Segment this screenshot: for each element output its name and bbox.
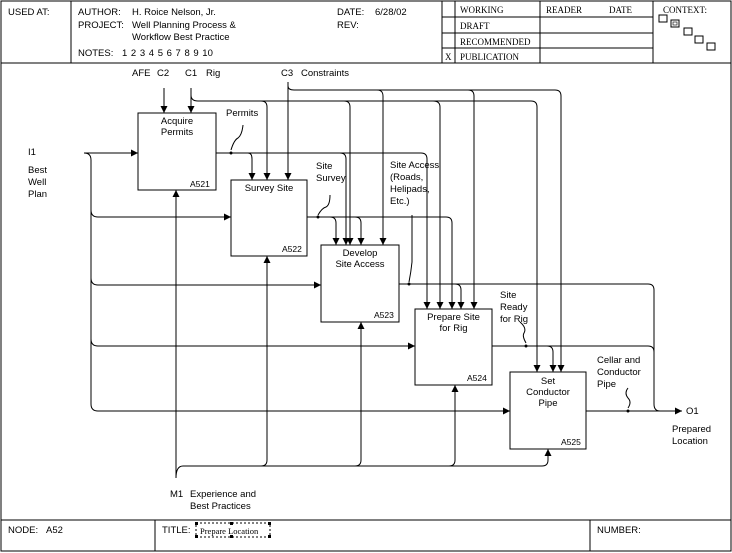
author-value: H. Roice Nelson, Jr.: [132, 7, 216, 18]
arrow-site-access-line4: Etc.): [390, 196, 410, 207]
arrow-site-ready-line3: for Rig: [500, 314, 528, 325]
box-a521-number: A521: [190, 179, 210, 189]
date-label: DATE:: [337, 7, 365, 18]
input-best-label: Best: [28, 165, 48, 176]
box-a524-title: Prepare Site for Rig: [415, 312, 492, 334]
box-a525-line1: Set: [540, 376, 556, 387]
output-label-line1: Prepared: [672, 424, 712, 435]
context-label: CONTEXT:: [663, 5, 708, 15]
context-box: [694, 35, 704, 44]
control-c1-code: C1: [185, 68, 198, 79]
box-a523-line2: Site Access: [335, 259, 385, 270]
output-o1-code: O1: [686, 406, 699, 417]
box-a525-number: A525: [561, 437, 581, 447]
project-value-line2: Workflow Best Practice: [132, 32, 230, 43]
box-a522-line1: Survey Site: [244, 183, 294, 194]
project-label: PROJECT:: [78, 20, 124, 31]
box-a522-title: Survey Site: [231, 183, 307, 194]
control-c3-code: C3: [281, 68, 294, 79]
box-a521-line1: Acquire: [160, 116, 194, 127]
status-check-mark: X: [445, 52, 452, 62]
arrow-site-survey-line1: Site: [316, 161, 333, 172]
author-label: AUTHOR:: [78, 7, 121, 18]
box-a523-line1: Develop: [342, 248, 378, 259]
box-a524-line2: for Rig: [439, 323, 468, 334]
arrow-site-access-line2: (Roads,: [390, 172, 424, 183]
mechanism-label-line2: Best Practices: [190, 501, 251, 512]
arrow-site-ready-line2: Ready: [500, 302, 528, 313]
node-value: A52: [46, 525, 63, 536]
activity-box-a521: [137, 112, 217, 191]
activity-box-a523: [320, 244, 400, 323]
box-a521-line2: Permits: [160, 127, 194, 138]
control-rig-label: Rig: [206, 68, 221, 79]
diagram-title: Prepare Location: [200, 526, 259, 536]
box-a523-title: Develop Site Access: [321, 248, 399, 270]
input-i1-code: I1: [28, 147, 36, 158]
box-a524-line1: Prepare Site: [427, 312, 480, 323]
date-value: 6/28/02: [375, 7, 407, 18]
output-label-line2: Location: [672, 436, 708, 447]
box-a525-title: Set Conductor Pipe: [510, 376, 586, 409]
status-draft: DRAFT: [460, 21, 490, 31]
status-recommended: RECOMMENDED: [460, 37, 531, 47]
context-box: [670, 19, 680, 28]
arrow-permits-label: Permits: [226, 108, 259, 119]
title-label: TITLE:: [162, 525, 191, 536]
notes-numbers: 1 2 3 4 5 6 7 8 9 10: [122, 48, 213, 59]
box-a523-number: A523: [374, 310, 394, 320]
box-a525-line3: Pipe: [538, 398, 558, 409]
control-constraints-label: Constraints: [301, 68, 350, 79]
activity-box-a522: [230, 179, 308, 257]
context-box: [683, 27, 693, 36]
used-at-label: USED AT:: [8, 7, 50, 18]
context-box: [706, 42, 716, 51]
arrow-site-ready-line1: Site: [500, 290, 517, 301]
project-value-line1: Well Planning Process &: [132, 20, 236, 31]
arrow-site-access-line1: Site Access: [390, 160, 440, 171]
status-working: WORKING: [460, 5, 504, 15]
arrow-site-access-line3: Helipads,: [390, 184, 430, 195]
control-c2-code: C2: [157, 68, 170, 79]
box-a521-title: Acquire Permits: [138, 116, 216, 138]
control-afe-label: AFE: [132, 68, 151, 79]
box-a524-number: A524: [467, 373, 487, 383]
mechanism-label-line1: Experience and: [190, 489, 257, 500]
arrow-cellar-line1: Cellar and: [597, 355, 641, 366]
status-publication: PUBLICATION: [460, 52, 520, 62]
input-well-label: Well: [28, 177, 47, 188]
reader-label: READER: [546, 5, 582, 15]
input-plan-label: Plan: [28, 189, 48, 200]
number-label: NUMBER:: [597, 525, 641, 536]
notes-label: NOTES:: [78, 48, 114, 59]
arrow-cellar-line2: Conductor: [597, 367, 641, 378]
mechanism-m1-code: M1: [170, 489, 184, 500]
context-box: [658, 14, 668, 23]
rev-label: REV:: [337, 20, 359, 31]
reader-date-label: DATE: [609, 5, 632, 15]
node-label: NODE:: [8, 525, 39, 536]
box-a522-number: A522: [282, 244, 302, 254]
arrow-cellar-line3: Pipe: [597, 379, 617, 390]
arrow-site-survey-line2: Survey: [316, 173, 346, 184]
box-a525-line2: Conductor: [526, 387, 570, 398]
